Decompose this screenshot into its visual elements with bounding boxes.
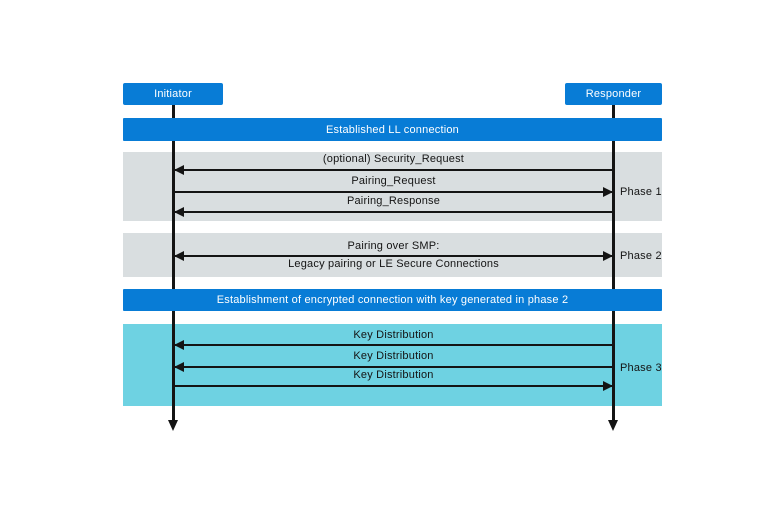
message-label-pairing-over-smp: Pairing over SMP: <box>347 240 440 252</box>
message-arrow-key-distribution-3 <box>175 381 613 391</box>
encrypted-connection-banner: Establishment of encrypted connection wi… <box>123 289 662 311</box>
message-arrow-pairing-response <box>174 207 612 217</box>
message-label-security-request: (optional) Security_Request <box>322 153 465 165</box>
encrypted-connection-banner-label: Establishment of encrypted connection wi… <box>216 294 569 306</box>
message-arrow-key-distribution-1 <box>174 340 612 350</box>
ll-connection-banner: Established LL connection <box>123 118 662 141</box>
responder-lifeline <box>612 105 615 422</box>
message-label-key-distribution-2: Key Distribution <box>353 350 434 362</box>
responder-lifeline-arrowhead-icon <box>608 420 618 431</box>
message-label-pairing-request: Pairing_Request <box>351 175 436 187</box>
initiator-lifeline-arrowhead-icon <box>168 420 178 431</box>
initiator-lifeline <box>172 105 175 422</box>
message-sublabel-legacy-or-secure: Legacy pairing or LE Secure Connections <box>288 258 499 270</box>
message-label-pairing-response: Pairing_Response <box>346 195 441 207</box>
actor-box-responder: Responder <box>565 83 662 105</box>
phase-3-band <box>123 324 662 406</box>
actor-responder-label: Responder <box>585 88 642 100</box>
message-arrow-pairing-request <box>175 187 613 197</box>
phase-3-label: Phase 3 <box>620 362 662 374</box>
phase-2-label: Phase 2 <box>620 250 662 262</box>
message-arrow-pairing-over-smp <box>174 251 613 261</box>
message-label-key-distribution-1: Key Distribution <box>353 329 434 341</box>
message-arrow-security-request <box>174 165 612 175</box>
actor-box-initiator: Initiator <box>123 83 223 105</box>
actor-initiator-label: Initiator <box>154 88 192 100</box>
message-label-key-distribution-3: Key Distribution <box>353 369 434 381</box>
ll-connection-banner-label: Established LL connection <box>325 123 459 136</box>
phase-1-band <box>123 152 662 221</box>
message-arrow-key-distribution-2 <box>174 362 612 372</box>
phase-1-label: Phase 1 <box>620 186 662 198</box>
